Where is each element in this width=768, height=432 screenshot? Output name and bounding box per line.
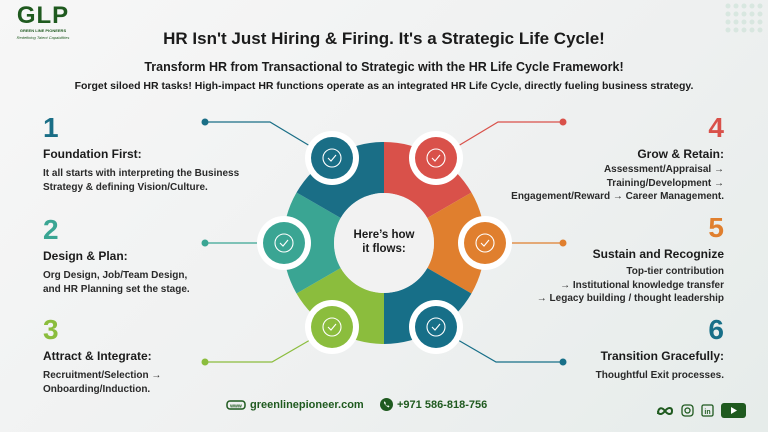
people-exchange-icon — [426, 317, 446, 337]
decor-dot — [733, 3, 739, 9]
connector-line — [205, 339, 311, 363]
instagram-icon[interactable] — [681, 404, 694, 417]
decor-dot — [725, 27, 731, 33]
decor-dot — [733, 11, 739, 17]
center-line-1: Here’s how — [353, 229, 415, 241]
award-badge-icon — [475, 233, 495, 253]
decor-dot — [725, 19, 731, 25]
step-number: 5 — [708, 212, 724, 243]
meta-icon[interactable] — [656, 405, 674, 417]
step-4: 4 Grow & Retain: Assessment/Appraisal → … — [484, 113, 724, 204]
decor-dot — [757, 27, 763, 33]
people-care-icon — [426, 148, 446, 168]
step-2: 2 Design & Plan: Org Design, Job/Team De… — [43, 215, 190, 296]
center-line-2: it flows: — [362, 243, 406, 255]
step-line: It all starts with interpreting the Busi… — [43, 168, 240, 179]
decor-dot — [733, 27, 739, 33]
icon-node-fill — [311, 137, 353, 179]
connector-dot — [201, 358, 209, 366]
decor-dot — [741, 3, 747, 9]
decor-dot — [725, 11, 731, 17]
connector-dot — [559, 118, 567, 126]
step-line: Engagement/Reward → Career Management. — [511, 191, 724, 202]
phone-icon — [380, 398, 393, 411]
step-title: Design & Plan: — [43, 249, 128, 263]
decor-dot — [757, 11, 763, 17]
website-link[interactable]: www greenlinepioneer.com — [226, 399, 364, 411]
connector-dot — [201, 239, 209, 247]
social-links: in — [656, 403, 746, 418]
step-6: 6 Transition Gracefully: Thoughtful Exit… — [484, 315, 724, 383]
step-line: Org Design, Job/Team Design, — [43, 270, 188, 281]
logo-tagline: Redefining Talent Capabilities — [16, 35, 70, 40]
icon-node-fill — [263, 222, 305, 264]
step-number: 1 — [43, 112, 59, 143]
svg-text:in: in — [704, 409, 710, 416]
step-3: 3 Attract & Integrate: Recruitment/Selec… — [43, 315, 161, 396]
decor-dot — [741, 27, 747, 33]
decor-dot — [725, 3, 731, 9]
step-line: Top-tier contribution — [626, 266, 724, 277]
decor-dot — [757, 19, 763, 25]
icon-node-fill — [464, 222, 506, 264]
decor-dot — [741, 19, 747, 25]
youtube-icon[interactable] — [721, 403, 746, 418]
step-line: Training/Development → — [606, 177, 724, 189]
intro: Forget siloed HR tasks! High-impact HR f… — [74, 80, 694, 92]
step-line: Strategy & defining Vision/Culture. — [43, 181, 208, 193]
step-title: Attract & Integrate: — [43, 349, 152, 363]
website-text: greenlinepioneer.com — [250, 399, 364, 411]
connector-dot — [201, 118, 209, 126]
icon-node-fill — [415, 137, 457, 179]
decor-dot — [749, 11, 755, 17]
center-label: Here’s how it flows: — [344, 228, 424, 256]
phone-link[interactable]: +971 586-818-756 — [380, 398, 487, 411]
connector-line — [457, 121, 563, 147]
connector-dot — [559, 239, 567, 247]
logo-name: GREEN LINE PIONEERS — [19, 28, 67, 33]
decor-dot — [749, 3, 755, 9]
step-title: Foundation First: — [43, 147, 142, 161]
logo-text: GLP — [16, 2, 70, 29]
step-5: 5 Sustain and Recognize Top-tier contrib… — [484, 213, 724, 306]
ring-segment-2 — [283, 192, 341, 294]
phone-text: +971 586-818-756 — [397, 398, 488, 411]
ring-segment-5 — [427, 192, 485, 294]
step-title: Grow & Retain: — [637, 147, 724, 161]
page-title: HR Isn't Just Hiring & Firing. It's a St… — [163, 29, 605, 48]
decor-dot — [741, 11, 747, 17]
www-icon: www — [226, 399, 246, 410]
step-line: and HR Planning set the stage. — [43, 283, 190, 295]
connector-line — [205, 121, 311, 147]
step-1: 1 Foundation First: It all starts with i… — [43, 113, 239, 194]
step-title: Transition Gracefully: — [600, 349, 724, 363]
decor-dot — [733, 19, 739, 25]
decor-dot — [757, 3, 763, 9]
gear-check-icon — [274, 233, 294, 253]
decor-dot — [749, 19, 755, 25]
step-line: Onboarding/Induction. — [43, 383, 151, 395]
step-number: 6 — [708, 314, 724, 345]
svg-text:www: www — [229, 403, 242, 409]
step-line: Assessment/Appraisal → — [603, 164, 724, 175]
growth-chart-icon — [322, 148, 342, 168]
step-title: Sustain and Recognize — [592, 247, 724, 261]
connector-line — [457, 339, 563, 363]
icon-node-fill — [415, 306, 457, 348]
center-circle — [334, 193, 434, 293]
step-line: → Legacy building / thought leadership — [536, 293, 724, 304]
subtitle: Transform HR from Transactional to Strat… — [144, 60, 624, 74]
step-number: 4 — [708, 112, 724, 143]
linkedin-icon[interactable]: in — [701, 404, 714, 417]
decor-dot — [749, 27, 755, 33]
step-line: Recruitment/Selection → — [43, 370, 162, 381]
step-number: 2 — [43, 214, 59, 245]
step-number: 3 — [43, 314, 59, 345]
step-line: → Institutional knowledge transfer — [560, 279, 724, 291]
puzzle-gear-icon — [322, 317, 342, 337]
step-line: Thoughtful Exit processes. — [595, 370, 724, 381]
icon-node-fill — [311, 306, 353, 348]
connector-dot — [559, 358, 567, 366]
